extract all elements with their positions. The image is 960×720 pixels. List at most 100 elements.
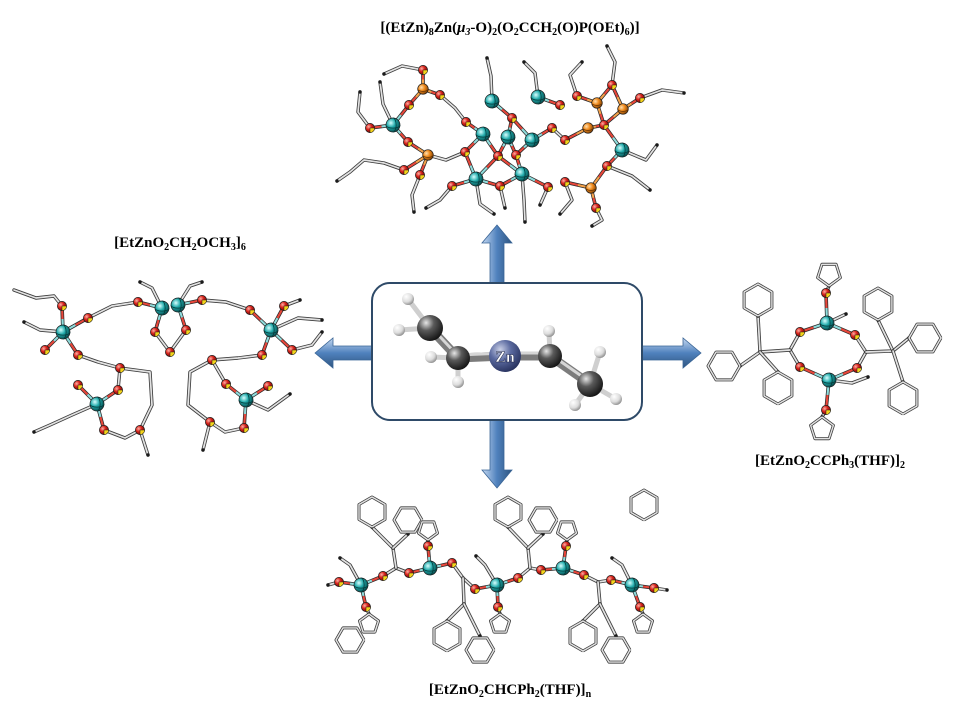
- carbon-chain: [759, 351, 779, 373]
- carbon-chain: [339, 557, 362, 586]
- carbon-chain-outline: [186, 358, 214, 424]
- oxygen-octant: [583, 574, 589, 580]
- oxygen-octant: [419, 174, 425, 180]
- oxygen-octant: [87, 317, 93, 323]
- carbon-atom: [682, 91, 686, 95]
- phosphorus-ellipsoid-axis: [591, 102, 603, 106]
- carbon-atom: [424, 206, 428, 210]
- carbon-chain: [383, 65, 424, 75]
- phenyl-ring: [743, 283, 773, 317]
- formula-text: -O): [470, 20, 493, 36]
- oxygen-octant: [611, 84, 617, 90]
- formula-text: CCH: [518, 20, 553, 36]
- oxygen-octant: [540, 569, 546, 575]
- zinc-ellipsoid-axis: [422, 567, 438, 572]
- carbon-chain: [103, 429, 149, 456]
- zinc-ellipsoid-axis: [496, 577, 501, 593]
- carbon-chain: [611, 557, 633, 586]
- carbon-chain: [475, 555, 498, 586]
- oxygen-octant: [117, 389, 123, 395]
- oxygen-octant: [267, 385, 273, 391]
- carbon-chain: [211, 354, 263, 385]
- oxygen-octant: [825, 409, 831, 415]
- carbon-chain-outline: [605, 164, 652, 192]
- zinc-ellipsoid-axis: [484, 100, 500, 105]
- carbon-atom: [22, 320, 26, 324]
- carbon-chain-outline: [335, 158, 406, 183]
- carbon-atom: [446, 346, 470, 370]
- zinc-atom: [475, 126, 491, 142]
- zinc-ellipsoid-axis: [507, 129, 512, 145]
- phosphorus-atom: [585, 182, 597, 194]
- carbon-atom: [338, 556, 342, 560]
- zinc-ellipsoid-axis: [828, 372, 833, 388]
- carbon-atom: [138, 280, 142, 284]
- zinc-atom: [468, 171, 484, 187]
- zinc-ellipsoid-axis: [245, 392, 250, 408]
- formula-text: OCH: [196, 235, 231, 251]
- phenyl-ring: [863, 287, 893, 321]
- formula-subscript: n: [585, 689, 592, 700]
- phosphorus-atom: [422, 149, 434, 161]
- carbon-atom: [590, 224, 594, 228]
- hydrogen-atom: [452, 376, 464, 388]
- phenyl-ring: [601, 637, 631, 663]
- zinc-atom: [263, 322, 279, 338]
- zinc-atom: [385, 117, 401, 133]
- hydrogen-atom: [425, 351, 437, 363]
- zinc-ellipsoid-axis: [621, 142, 626, 158]
- phenyl-ring: [335, 627, 365, 653]
- carbon-chain: [392, 533, 409, 549]
- carbon-chain: [759, 349, 791, 353]
- carbon-chain: [202, 421, 245, 451]
- zinc-ellipsoid-axis: [562, 560, 567, 576]
- oxygen-octant: [291, 349, 297, 355]
- zinc-ellipsoid-axis: [624, 584, 640, 589]
- zinc-atom: [530, 89, 546, 105]
- zinc-ellipsoid-axis: [821, 379, 837, 384]
- carbon-atom: [665, 588, 669, 592]
- phosphorus-ellipsoid-axis: [417, 88, 429, 92]
- phosphorus-ellipsoid-axis: [617, 108, 629, 112]
- zinc-ellipsoid-axis: [238, 399, 254, 404]
- zinc-ellipsoid-axis: [491, 93, 496, 109]
- zinc-ellipsoid-axis: [489, 584, 505, 589]
- oxygen-octant: [44, 349, 50, 355]
- formula-text: [EtZnO: [114, 235, 165, 251]
- zinc-atom: [489, 340, 521, 372]
- oxygen-octant: [639, 606, 645, 612]
- oxygen-octant: [382, 575, 388, 581]
- carbon-chain-outline: [118, 366, 154, 432]
- carbon-atom: [538, 344, 562, 368]
- oxygen-octant: [564, 139, 570, 145]
- carbon-atom: [358, 90, 362, 94]
- zinc-ellipsoid-axis: [96, 396, 101, 412]
- carbon-chain: [291, 331, 323, 351]
- phenyl-ring: [569, 620, 597, 652]
- zinc-ellipsoid-axis: [475, 171, 480, 187]
- carbon-chain: [475, 178, 495, 215]
- carbon-atom: [492, 212, 496, 216]
- zn-label: Zn: [495, 349, 515, 366]
- carbon-atom: [412, 210, 416, 214]
- formula-text: (THF)]: [539, 682, 586, 698]
- compound-label-top: [(EtZn)8Zn(μ3-O)2(O2CCH2(O)P(OEt)6)]: [330, 18, 690, 38]
- carbon-chain: [23, 321, 64, 333]
- zinc-atom: [555, 560, 571, 576]
- carbon-atom: [523, 220, 527, 224]
- zinc-ellipsoid-axis: [353, 584, 369, 589]
- hydrogen-atom: [393, 324, 405, 336]
- zinc-ellipsoid-axis: [482, 126, 487, 142]
- carbon-atom: [335, 179, 339, 183]
- carbon-chain: [828, 376, 869, 384]
- formula-text: [EtZnO: [754, 453, 805, 469]
- carbon-chain: [486, 57, 493, 102]
- carbon-chain: [392, 547, 397, 569]
- arrow-left: [314, 337, 373, 369]
- carbon-atom: [648, 188, 652, 192]
- formula-text: CCPh: [810, 453, 850, 469]
- carbon-atom: [326, 583, 330, 587]
- hydrogen-atom: [402, 293, 414, 305]
- phosphorus-atom: [617, 103, 629, 115]
